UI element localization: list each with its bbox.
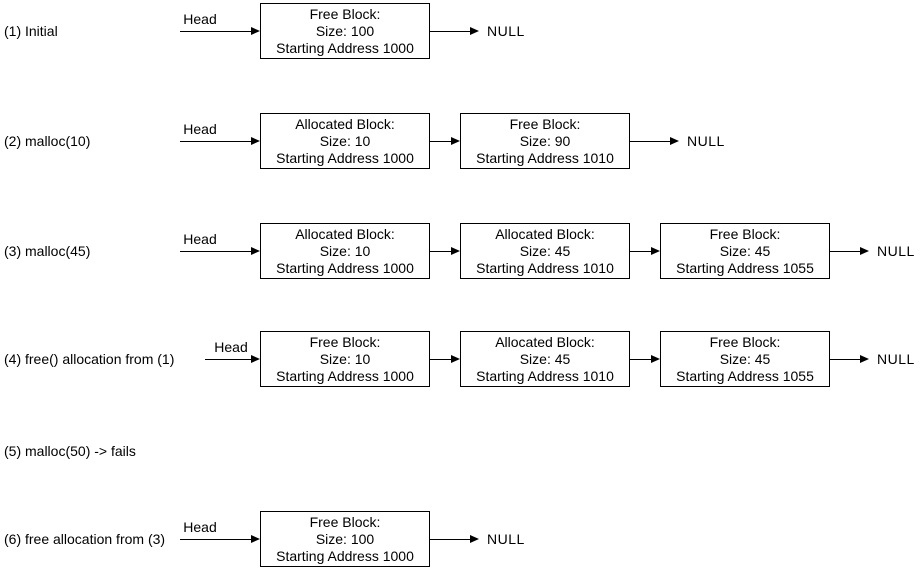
head-arrow-line [180,251,252,252]
row-label: (6) free allocation from (3) [4,531,166,547]
block-text-line: Free Block: [509,115,581,132]
null-arrow-line [830,251,861,252]
arrowhead-icon [451,355,460,363]
head-label: Head [183,121,217,137]
arrowhead-icon [860,247,869,255]
row-label: (2) malloc(10) [4,133,91,149]
null-label: NULL [487,531,525,547]
head-label: Head [183,11,217,27]
next-arrow-line [430,251,452,252]
arrowhead-icon [251,27,260,35]
block-text-line: Size: 10 [319,132,371,149]
arrowhead-icon [251,535,260,543]
head-arrow-line [180,539,252,540]
block-text-line: Free Block: [309,5,381,22]
null-arrow-line [630,141,671,142]
arrowhead-icon [860,355,869,363]
arrowhead-icon [470,535,479,543]
head-arrow-line [180,141,252,142]
block-text-line: Size: 45 [519,350,571,367]
block-text-line: Size: 10 [319,350,371,367]
arrowhead-icon [451,137,460,145]
block-text-line: Starting Address 1010 [476,259,614,276]
block-text-line: Size: 10 [319,242,371,259]
block-text-line: Allocated Block: [495,333,595,350]
block-text-line: Allocated Block: [295,115,395,132]
row-label: (1) Initial [4,23,58,39]
block-text-line: Allocated Block: [495,225,595,242]
block-text-line: Starting Address 1055 [676,367,814,384]
arrowhead-icon [670,137,679,145]
arrowhead-icon [651,247,660,255]
head-arrow-line [180,31,252,32]
block-text-line: Starting Address 1055 [676,259,814,276]
arrowhead-icon [251,137,260,145]
next-arrow-line [430,359,452,360]
next-arrow-line [630,359,652,360]
arrowhead-icon [251,355,260,363]
head-label: Head [183,519,217,535]
head-label: Head [214,339,248,355]
block-text-line: Allocated Block: [295,225,395,242]
null-label: NULL [877,351,915,367]
null-arrow-line [830,359,861,360]
block-text-line: Size: 100 [315,530,375,547]
block-text-line: Size: 45 [719,350,771,367]
null-label: NULL [877,243,915,259]
null-arrow-line [430,31,471,32]
block-text-line: Size: 45 [719,242,771,259]
null-label: NULL [687,133,725,149]
block-text-line: Free Block: [309,333,381,350]
row-label: (3) malloc(45) [4,243,91,259]
arrowhead-icon [470,27,479,35]
block-text-line: Size: 90 [519,132,571,149]
head-arrow-line [205,359,252,360]
block-text-line: Free Block: [709,333,781,350]
block-text-line: Free Block: [709,225,781,242]
block-text-line: Starting Address 1000 [276,547,414,564]
arrowhead-icon [651,355,660,363]
next-arrow-line [630,251,652,252]
block-text-line: Starting Address 1000 [276,39,414,56]
block-text-line: Free Block: [309,513,381,530]
block-text-line: Starting Address 1000 [276,367,414,384]
block-text-line: Size: 45 [519,242,571,259]
arrowhead-icon [251,247,260,255]
next-arrow-line [430,141,452,142]
block-text-line: Starting Address 1000 [276,149,414,166]
block-text-line: Starting Address 1000 [276,259,414,276]
block-text-line: Starting Address 1010 [476,367,614,384]
block-text-line: Starting Address 1010 [476,149,614,166]
block-text-line: Size: 100 [315,22,375,39]
arrowhead-icon [451,247,460,255]
null-label: NULL [487,23,525,39]
row-label: (4) free() allocation from (1) [4,351,175,367]
row-label: (5) malloc(50) -> fails [4,443,136,459]
head-label: Head [183,231,217,247]
null-arrow-line [430,539,471,540]
